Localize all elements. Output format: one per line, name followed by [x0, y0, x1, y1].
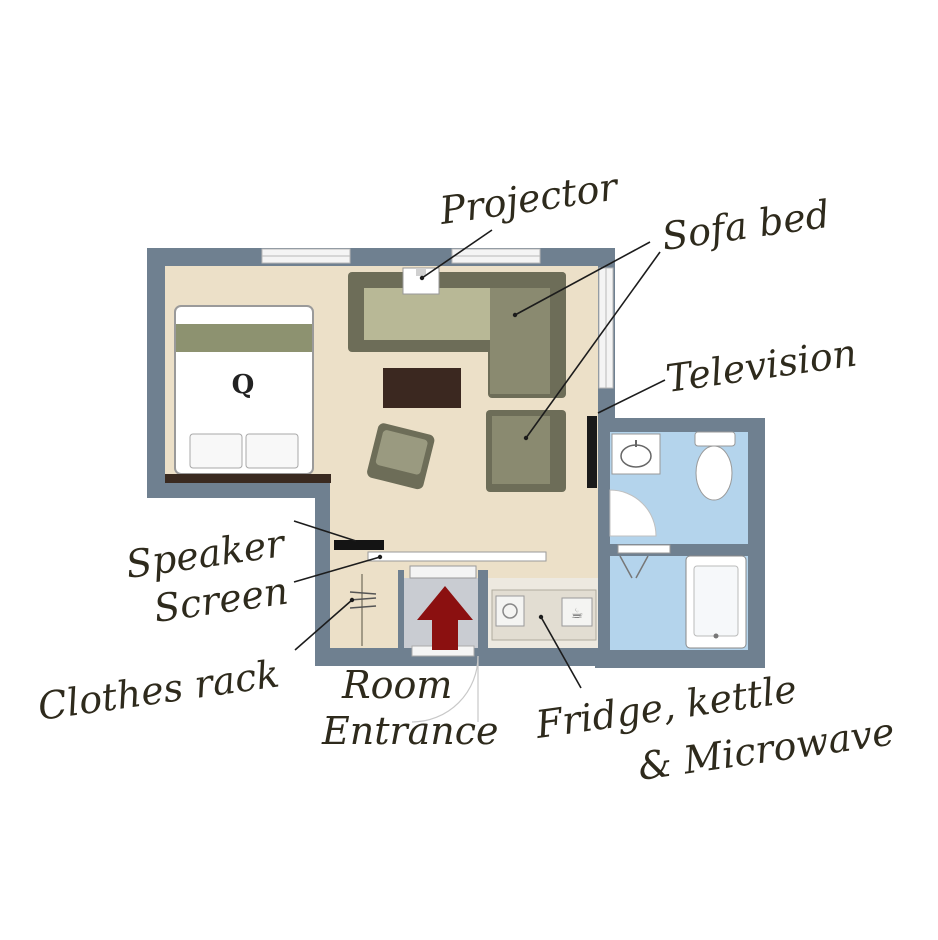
bathroom-door-swing [609, 489, 657, 537]
shower-door [617, 544, 671, 554]
svg-text:☕: ☕ [571, 606, 584, 622]
pillow-right [245, 433, 299, 469]
entrance [409, 565, 479, 723]
kitchenette: ☕ [491, 589, 597, 641]
projection-screen [367, 551, 547, 562]
leader-lines [293, 229, 666, 689]
closet-divider [398, 570, 404, 650]
bathroom-divider [600, 544, 750, 554]
fridge [495, 595, 525, 627]
bed-size-label: Q [232, 370, 255, 400]
label-television: Television [663, 331, 859, 401]
television [587, 416, 597, 488]
queen-bed: Q [174, 305, 314, 475]
armchair [367, 423, 435, 490]
sofa-ottoman [486, 410, 566, 492]
label-sofa-bed: Sofa bed [659, 192, 832, 259]
clothes-rack [349, 574, 377, 646]
pillow-left [189, 433, 243, 469]
bed-headboard-shelf [165, 474, 331, 483]
toilet-tank [694, 431, 736, 447]
label-projector: Projector [436, 164, 623, 233]
label-room: Room [341, 663, 452, 707]
speaker [334, 540, 384, 550]
kitchen-divider [478, 570, 488, 650]
kettle-microwave [561, 597, 593, 627]
label-clothes-rack: Clothes rack [35, 652, 282, 729]
windows [261, 248, 614, 389]
toilet [695, 445, 733, 501]
entry-arrow-icon [417, 586, 473, 650]
coffee-table [383, 368, 461, 408]
label-entrance: Entrance [321, 709, 499, 753]
toilet-room [609, 431, 736, 537]
shower-room [617, 544, 747, 649]
